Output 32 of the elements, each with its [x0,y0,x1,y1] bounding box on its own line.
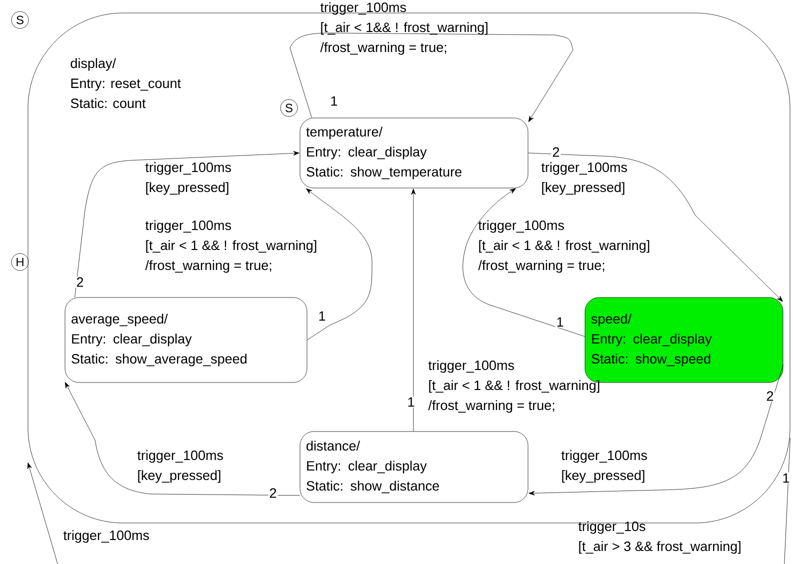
transition-label: trigger_100ms [key_pressed] [145,162,231,195]
circled-letter: H [11,253,29,271]
transition-label: trigger_100ms [key_pressed] [561,450,647,483]
transition-label: trigger_100ms [t_air < 1&& ! frost_warning] /frost_warning = true; [320,2,488,55]
transition-label: trigger_10s [t_air > 3 && frost_warning] [578,521,740,554]
transition-label: trigger_100ms [t_air < 1 && ! frost_warning] /frost_warning = true; [478,220,650,273]
priority-number: 2 [765,390,775,402]
transition-label: trigger_100ms [key_pressed] [541,162,627,195]
priority-number: 1 [317,310,327,322]
transition-arrow [306,188,372,340]
transition-label: trigger_100ms [t_air < 1 && ! frost_warning] /frost_warning = true; [145,220,316,273]
priority-number: 1 [329,95,339,107]
transition-arrow [290,32,574,122]
circled-letter: S [11,11,29,29]
priority-number: 2 [75,276,85,288]
transition-arrow [74,151,300,298]
transition-arrow [64,382,300,496]
circled-letter: S [280,99,298,117]
state-box: average_speed/ Entry: clear_display Static: show_average_speed [64,297,308,383]
priority-number: 1 [555,316,565,328]
transition-arrow [528,152,783,302]
state-box: temperature/ Entry: clear_display Static: show_temperature [300,118,528,188]
transition-arrow [27,462,60,564]
transition-arrow [462,188,585,337]
priority-number: 1 [781,472,791,484]
priority-number: 1 [406,396,416,408]
transition-arrow [411,188,416,432]
state-box: distance/ Entry: clear_display Static: show_distance [300,431,528,503]
priority-number: 2 [551,146,561,158]
priority-number: 2 [268,487,278,499]
transition-label: trigger_100ms [63,530,149,543]
transition-label: trigger_100ms [key_pressed] [137,450,223,483]
